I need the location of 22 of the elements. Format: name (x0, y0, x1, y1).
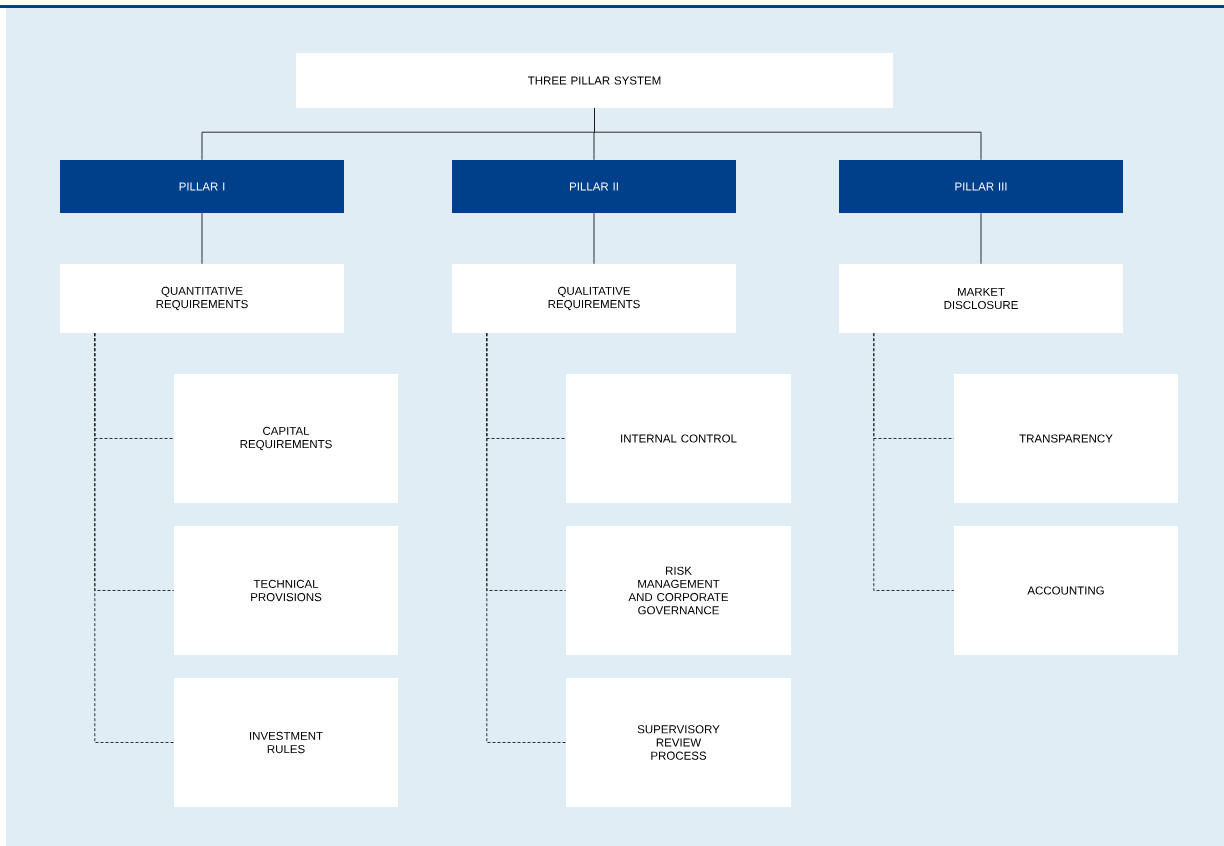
item-box: RISK MANAGEMENT AND CORPORATE GOVERNANCE (566, 526, 791, 655)
item-box: TECHNICAL PROVISIONS (174, 526, 398, 655)
item-box: CAPITAL REQUIREMENTS (174, 374, 398, 503)
pillar-box: PILLAR I (60, 160, 344, 213)
dashed-connector (486, 332, 567, 743)
item-box: ACCOUNTING (954, 526, 1178, 655)
item-box: INVESTMENT RULES (174, 678, 398, 807)
connector-line (594, 107, 982, 161)
connector-line (593, 212, 595, 265)
category-box: QUALITATIVE REQUIREMENTS (452, 264, 736, 333)
pillar-box: PILLAR II (452, 160, 736, 213)
dashed-connector (94, 332, 175, 743)
item-box: TRANSPARENCY (954, 374, 1178, 503)
connector-line (201, 212, 203, 265)
title-box: THREE PILLAR SYSTEM (296, 53, 893, 108)
item-box: SUPERVISORY REVIEW PROCESS (566, 678, 791, 807)
item-box: INTERNAL CONTROL (566, 374, 791, 503)
dashed-connector (873, 332, 955, 591)
connector-line (980, 212, 982, 265)
category-box: MARKET DISCLOSURE (839, 264, 1123, 333)
category-box: QUANTITATIVE REQUIREMENTS (60, 264, 344, 333)
pillar-box: PILLAR III (839, 160, 1123, 213)
